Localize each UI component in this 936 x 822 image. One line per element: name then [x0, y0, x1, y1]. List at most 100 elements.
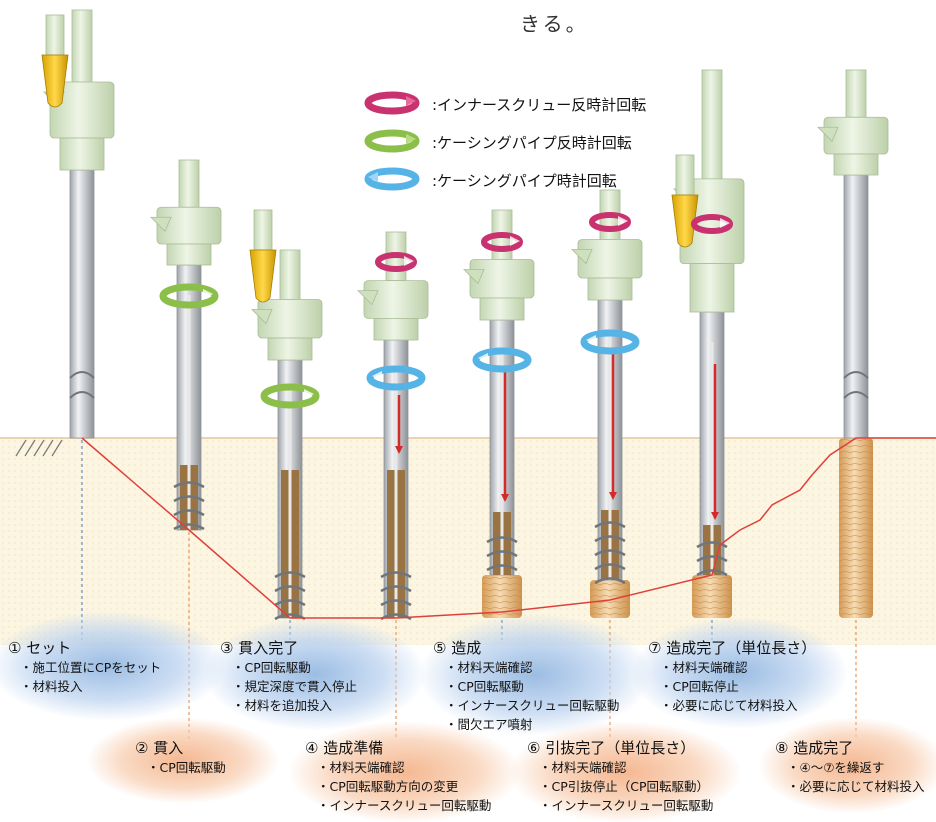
screw-flight	[173, 481, 205, 531]
step-6-bubble	[510, 722, 740, 822]
rotation-ring	[366, 365, 426, 391]
drive-head	[671, 69, 745, 313]
rotation-ring	[481, 232, 523, 252]
drive-collar	[479, 297, 525, 321]
hopper-pipe	[253, 209, 273, 251]
drive-head	[249, 209, 323, 361]
step-3-item: ・規定深度で貫入停止	[232, 679, 358, 694]
rotation-tip	[618, 216, 628, 226]
hatch-line	[33, 439, 45, 457]
step-1-item: ・材料投入	[20, 679, 83, 694]
drive-head	[41, 9, 115, 171]
drive-column	[701, 69, 723, 180]
legend-casing-ccw: :ケーシングパイプ反時計回転	[362, 126, 682, 156]
rotation-ring	[159, 283, 219, 309]
feed-chute	[463, 269, 485, 285]
green-rotation-arrow-icon	[260, 383, 320, 409]
rotation-tip	[510, 236, 520, 246]
step-6-item: ・インナースクリュー回転駆動	[539, 798, 714, 813]
magenta-rotation-arrow-icon	[481, 232, 523, 252]
legend-label: :インナースクリュー反時計回転	[432, 96, 647, 114]
rotation-legend: :インナースクリュー反時計回転 :ケーシングパイプ反時計回転 :ケーシングパイプ…	[362, 88, 682, 198]
header-text: きる。	[520, 12, 589, 36]
compacted-pile-texture	[482, 575, 522, 618]
step-7-item: ・材料天端確認	[660, 660, 748, 675]
step-7-bubble	[632, 618, 847, 728]
drive-collar	[267, 337, 313, 361]
magenta-rotation-arrow-icon	[691, 214, 733, 234]
green-rotation-arrow-icon	[364, 129, 420, 153]
step-1-item: ・施工位置にCPをセット	[20, 660, 162, 675]
ground-area	[0, 437, 936, 645]
step-5-item: ・材料天端確認	[445, 660, 533, 675]
drive-head	[571, 189, 643, 301]
casing-pipe	[843, 174, 869, 439]
step-1-title: ① セット	[8, 639, 72, 657]
step-6-item: ・材料天端確認	[539, 760, 627, 775]
drive-collar	[166, 243, 212, 266]
step-8-item: ・④～⑦を繰返す	[787, 760, 885, 775]
pile-unit-4	[357, 231, 429, 621]
arrow-head	[711, 512, 719, 520]
rotation-tip	[203, 289, 213, 299]
step-7-item: ・CP回転停止	[660, 679, 739, 694]
drive-collar	[833, 153, 879, 176]
step-2-title: ② 貫入	[135, 739, 184, 757]
hatch-line	[15, 439, 27, 457]
blue-rotation-arrow-icon	[472, 347, 532, 373]
step-6-item: ・CP引抜停止（CP回転駆動）	[539, 779, 710, 794]
step-7-note: ⑦ 造成完了（単位長さ） ・材料天端確認 ・CP回転停止 ・必要に応じて材料投入	[648, 638, 816, 715]
pile-unit-2	[150, 159, 222, 531]
pile-unit-3	[249, 209, 323, 621]
step-3-item: ・CP回転駆動	[232, 660, 311, 675]
step-4-title: ④ 造成準備	[305, 739, 384, 757]
step-2-bubble	[88, 718, 278, 803]
step-2-item: ・CP回転駆動	[147, 760, 226, 775]
magenta-rotation-arrow-icon	[364, 91, 420, 115]
step-7-title: ⑦ 造成完了（単位長さ）	[648, 639, 817, 657]
drive-column	[71, 9, 93, 83]
pile-unit-1	[41, 9, 115, 439]
casing-thread	[843, 371, 869, 399]
pile-unit-6	[571, 189, 643, 618]
step-4-item: ・材料天端確認	[317, 760, 405, 775]
step-1-bubble	[0, 612, 225, 720]
step-2-note: ② 貫入 ・CP回転駆動	[135, 738, 226, 777]
screw-flight	[274, 571, 306, 621]
hopper-pipe	[45, 14, 65, 56]
step-8-bubble	[760, 718, 936, 813]
rotation-tip	[404, 256, 414, 266]
rotation-ring	[375, 252, 417, 272]
step-5-item: ・インナースクリュー回転駆動	[445, 698, 620, 713]
step-8-title: ⑧ 造成完了	[775, 739, 854, 757]
hatch-line	[51, 439, 63, 457]
pile-unit-5	[463, 209, 535, 618]
step-5-title: ⑤ 造成	[433, 639, 482, 657]
casing-pipe	[69, 169, 95, 439]
drive-head	[817, 69, 889, 176]
drive-column	[279, 249, 301, 300]
legend-casing-cw: :ケーシングパイプ時計回転	[362, 164, 682, 194]
step-6-note: ⑥ 引抜完了（単位長さ） ・材料天端確認 ・CP引抜停止（CP回転駆動） ・イン…	[527, 738, 713, 815]
rotation-tip	[372, 371, 382, 381]
feed-chute	[571, 249, 593, 265]
step-6-title: ⑥ 引抜完了（単位長さ）	[527, 739, 696, 757]
drive-head	[463, 209, 535, 321]
rotation-tip	[478, 353, 488, 363]
step-8-item: ・必要に応じて材料投入	[787, 779, 925, 794]
feed-chute	[817, 126, 839, 142]
screw-flight	[380, 571, 412, 621]
step-3-item: ・材料を追加投入	[232, 698, 333, 713]
drive-head	[150, 159, 222, 266]
hatch-line	[24, 439, 36, 457]
rotation-tip	[720, 218, 730, 228]
rotation-ring	[580, 329, 640, 355]
material-bucket-icon	[41, 54, 69, 108]
legend-inner-screw-ccw: :インナースクリュー反時計回転	[362, 88, 682, 118]
casing-thread	[69, 371, 95, 399]
drive-head	[357, 231, 429, 341]
drive-column	[845, 69, 867, 118]
compacted-pile-texture	[839, 438, 873, 618]
arrow-head	[609, 492, 617, 500]
